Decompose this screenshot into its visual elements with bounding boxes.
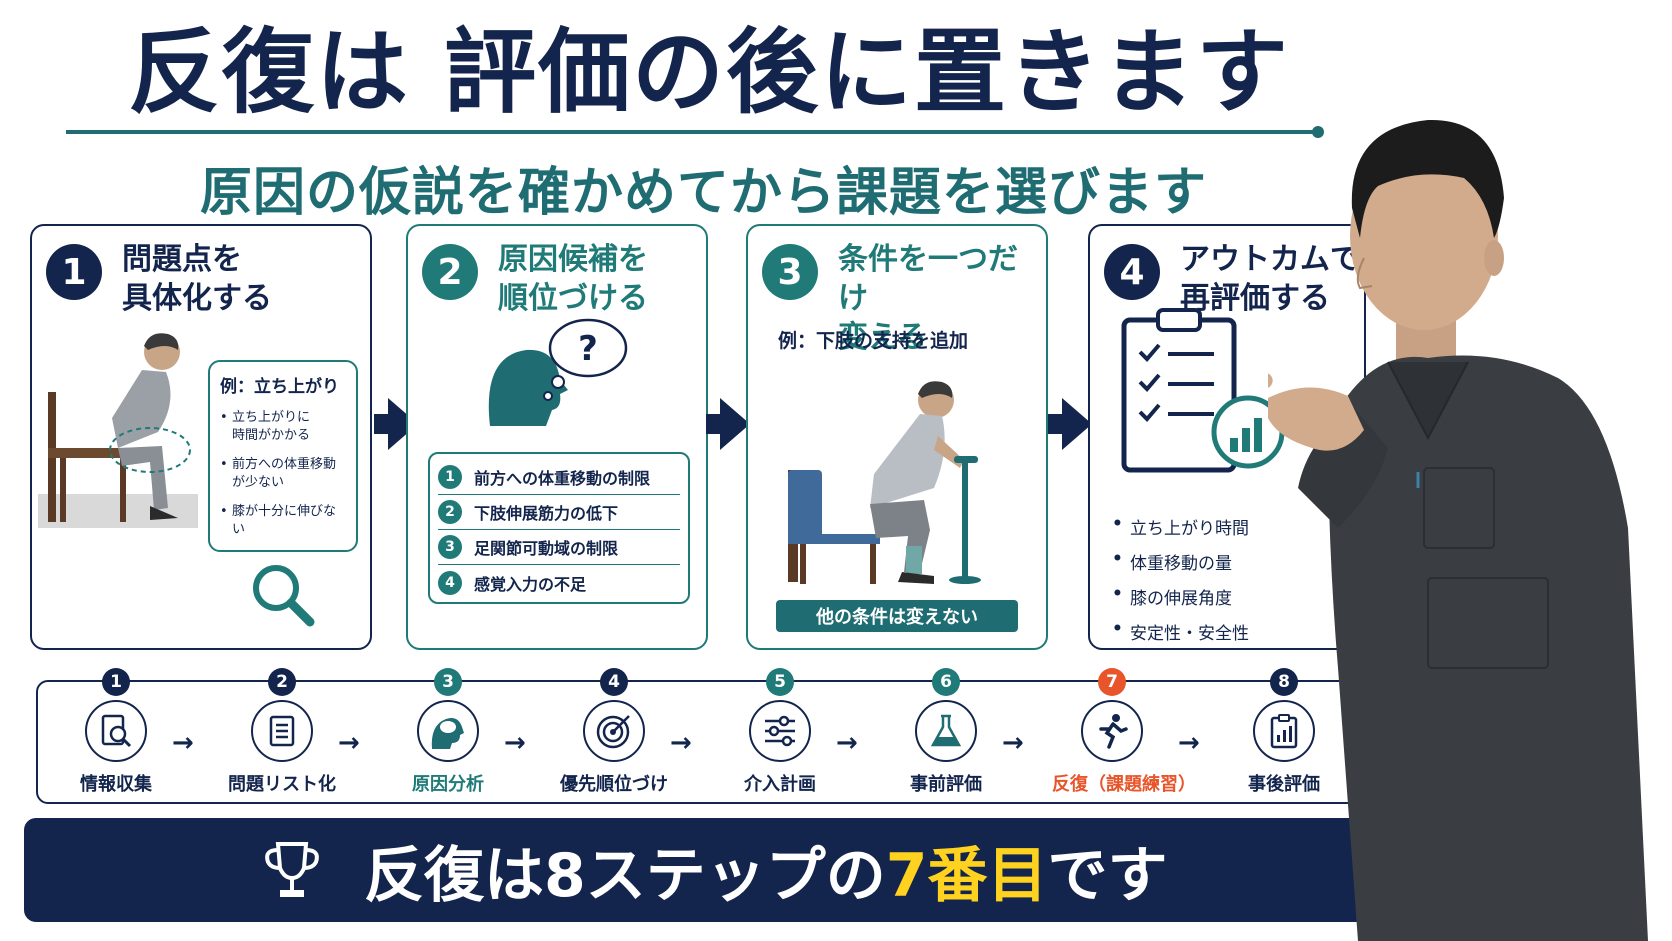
card-title: 条件を一つだけ 変える xyxy=(838,242,1018,355)
example-bullet: 膝が十分に伸びない xyxy=(220,503,346,538)
process-step-1: 1 情報収集 xyxy=(56,668,176,796)
process-step-3: 3 原因分析 xyxy=(388,668,508,796)
card-title: アウトカムで 再評価する xyxy=(1180,242,1360,316)
title-underline xyxy=(66,130,1318,134)
step-label: 事後評価 xyxy=(1248,774,1320,795)
process-step-7: 7 反復（課題練習） xyxy=(1052,668,1196,796)
process-step-2: 2 問題リスト化 xyxy=(222,668,342,796)
brain-icon xyxy=(417,700,479,762)
outcome-bullet: 体重移動の量 xyxy=(1112,549,1249,574)
step-label: 事前評価 xyxy=(910,774,982,795)
arrow-right-icon: → xyxy=(836,728,858,758)
arrow-right-icon: → xyxy=(338,728,360,758)
outcome-bullet: 立ち上がり時間 xyxy=(1112,514,1249,539)
target-icon xyxy=(583,700,645,762)
banner-text: 反復は8ステップの xyxy=(364,840,886,911)
step-label: 原因分析 xyxy=(412,774,484,795)
sitting-person-illustration xyxy=(38,333,198,528)
card-step-1: 1 問題点を 具体化する 例：立ち上がり 立ち上がりに 時間がかかる 前方への体… xyxy=(30,224,372,650)
svg-text:?: ? xyxy=(578,329,598,369)
card-number: 4 xyxy=(1104,244,1160,300)
process-step-6: 6 事前評価 xyxy=(886,668,1006,796)
card-title: 原因候補を 順位づける xyxy=(498,242,648,316)
step-label: 問題リスト化 xyxy=(228,774,336,795)
eight-step-process-strip: 1 情報収集 → 2 問題リスト化 → 3 原因分析 → 4 優先順位づけ → … xyxy=(36,668,1366,804)
flask-icon xyxy=(915,700,977,762)
document-search-icon xyxy=(85,700,147,762)
sliders-icon xyxy=(749,700,811,762)
example-box: 例：立ち上がり 立ち上がりに 時間がかかる 前方への体重移動 が少ない 膝が十分… xyxy=(208,360,358,552)
banner-text-end: です xyxy=(1047,840,1168,911)
clipboard-chart-icon xyxy=(1253,700,1315,762)
process-step-8: 8 事後評価 xyxy=(1224,668,1344,796)
running-person-icon xyxy=(1081,700,1143,762)
card-number: 2 xyxy=(422,244,478,300)
flow-arrow-icon xyxy=(1048,398,1092,450)
example-bullet: 立ち上がりに 時間がかかる xyxy=(220,409,346,444)
summary-banner: 反復は8ステップの 7番目 です xyxy=(24,818,1390,922)
outcome-bullet: 安定性・安全性 xyxy=(1112,619,1249,644)
step-label: 介入計画 xyxy=(744,774,816,795)
flow-arrow-icon xyxy=(706,398,750,450)
step-label: 優先順位づけ xyxy=(560,774,668,795)
arrow-right-icon: → xyxy=(504,728,526,758)
list-document-icon xyxy=(251,700,313,762)
unchanged-conditions-banner: 他の条件は変えない xyxy=(776,600,1018,632)
step-label: 反復（課題練習） xyxy=(1052,774,1196,795)
page-title: 反復は 評価の後に置きます xyxy=(128,19,1291,126)
trophy-icon xyxy=(265,842,319,897)
arrow-right-icon: → xyxy=(1178,728,1200,758)
process-step-5: 5 介入計画 xyxy=(720,668,840,796)
title-underline-dot xyxy=(1312,126,1324,138)
arrow-right-icon: → xyxy=(1002,728,1024,758)
card-number: 1 xyxy=(46,244,102,300)
clipboard-chart-icon xyxy=(1121,308,1285,473)
card-number: 3 xyxy=(762,244,818,300)
standing-person-cane-illustration xyxy=(788,381,981,584)
page-subtitle: 原因の仮説を確かめてから課題を選びます xyxy=(200,163,1208,223)
process-step-4: 4 優先順位づけ xyxy=(554,668,674,796)
card-step-3: 3 条件を一つだけ 変える 例：下肢の支持を追加 他の条件は変えない xyxy=(746,224,1048,650)
example-label: 例：立ち上がり xyxy=(220,377,339,397)
example-bullet: 前方への体重移動 が少ない xyxy=(220,456,346,491)
card-title: 問題点を 具体化する xyxy=(122,242,272,316)
outcome-bullet: 膝の伸展角度 xyxy=(1112,584,1249,609)
arrow-right-icon: → xyxy=(172,728,194,758)
magnifier-icon xyxy=(253,565,315,627)
example-label: 例：下肢の支持を追加 xyxy=(778,330,969,352)
head-question-icon: ? xyxy=(488,318,628,426)
presenter-illustration xyxy=(1268,119,1648,941)
step-label: 情報収集 xyxy=(80,774,152,795)
banner-highlight: 7番目 xyxy=(885,840,1048,911)
arrow-right-icon: → xyxy=(670,728,692,758)
